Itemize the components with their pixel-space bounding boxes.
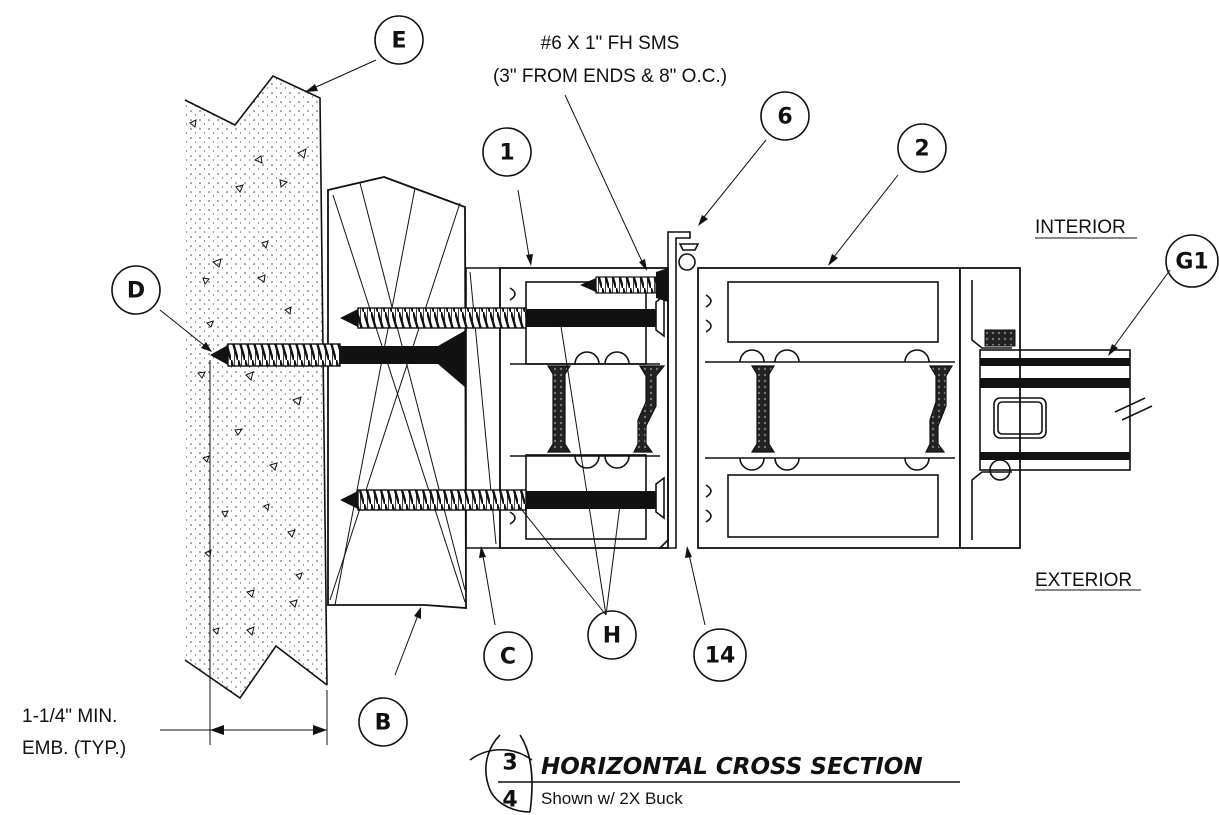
section-title: HORIZONTAL CROSS SECTION bbox=[541, 754, 923, 780]
frame-screw-h-top bbox=[340, 294, 665, 338]
aggregate-triangles bbox=[189, 119, 307, 636]
callout-6-label: 6 bbox=[777, 105, 792, 130]
callout-1: 1 bbox=[482, 127, 532, 177]
callout-g1: G1 bbox=[1165, 234, 1219, 288]
concrete-anchor-d bbox=[210, 330, 466, 388]
callout-1-label: 1 bbox=[499, 141, 514, 166]
section-subtitle: Shown w/ 2X Buck bbox=[541, 789, 683, 808]
screw-note-line2: (3" FROM ENDS & 8" O.C.) bbox=[493, 66, 727, 87]
callout-d-label: D bbox=[127, 279, 145, 304]
callout-14: 14 bbox=[693, 628, 747, 682]
embedment-dimension bbox=[160, 360, 328, 745]
exterior-label: EXTERIOR bbox=[1035, 570, 1132, 591]
frame-screw-h-bottom bbox=[340, 476, 665, 520]
glazing-stop bbox=[959, 267, 1021, 549]
insulated-glass bbox=[979, 349, 1153, 471]
sash-extrusion bbox=[697, 267, 961, 549]
callout-2-label: 2 bbox=[914, 137, 929, 162]
callout-b: B bbox=[358, 697, 408, 747]
receptor-clip bbox=[658, 231, 700, 549]
callout-e-label: E bbox=[391, 29, 406, 54]
concrete-wall bbox=[184, 75, 328, 700]
embedment-note-line1: 1-1/4" MIN. bbox=[22, 706, 117, 727]
leader-lines bbox=[159, 59, 1171, 676]
callout-14-label: 14 bbox=[705, 644, 736, 669]
callout-h: H bbox=[587, 610, 637, 660]
wood-buck bbox=[327, 176, 467, 609]
callout-c: C bbox=[483, 631, 533, 681]
callout-d: D bbox=[111, 265, 161, 315]
sms-screw bbox=[580, 268, 668, 302]
interior-label: INTERIOR bbox=[1035, 217, 1126, 238]
sheet-number: 4 bbox=[502, 788, 517, 813]
callout-h-label: H bbox=[603, 624, 621, 649]
section-title-block: 3 4 HORIZONTAL CROSS SECTION Shown w/ 2X… bbox=[469, 734, 960, 813]
callout-b-label: B bbox=[375, 711, 392, 736]
callout-c-label: C bbox=[500, 645, 516, 670]
callout-2: 2 bbox=[897, 123, 947, 173]
callout-g1-label: G1 bbox=[1175, 250, 1208, 275]
embedment-note-line2: EMB. (TYP.) bbox=[22, 738, 126, 759]
screw-note-line1: #6 X 1" FH SMS bbox=[541, 33, 680, 54]
callout-e: E bbox=[374, 15, 424, 65]
section-number: 3 bbox=[502, 751, 517, 776]
callout-6: 6 bbox=[760, 91, 810, 141]
